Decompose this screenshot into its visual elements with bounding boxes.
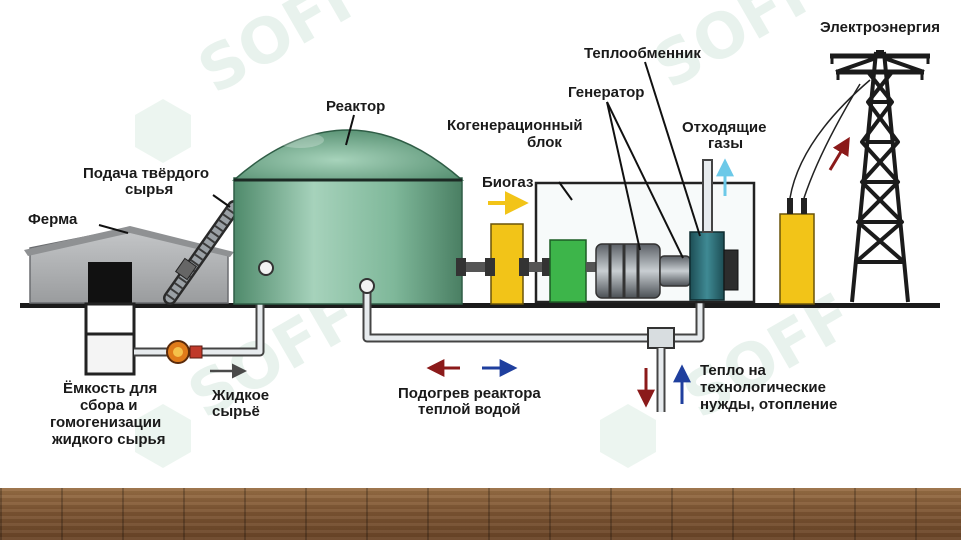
label-heating-1: Подогрев реактора (398, 385, 541, 402)
tank-icon (84, 302, 136, 376)
feeder-auger-icon (163, 200, 241, 305)
reactor-inlet (258, 260, 274, 276)
pump-icon (166, 340, 203, 364)
label-generator: Генератор (568, 84, 644, 101)
label-electricity: Электроэнергия (820, 19, 940, 36)
label-heat-exchanger: Теплообменник (584, 45, 701, 62)
transformer-icon (779, 79, 871, 305)
heat-distribution-valve (647, 327, 675, 349)
label-heat-3: нужды, отопление (700, 396, 837, 413)
label-cogeneration-1: Когенерационный (447, 117, 583, 134)
label-solid-feed-1: Подача твёрдого (83, 165, 209, 182)
label-farm: Ферма (28, 211, 78, 228)
watermark-logo-2 (135, 404, 191, 468)
watermark-logo-1 (135, 99, 191, 163)
ground-line (20, 303, 940, 308)
reactor-heat-inlet (359, 278, 375, 294)
wooden-floor (0, 488, 961, 540)
label-solid-feed-2: сырья (125, 181, 173, 198)
generator-icon (595, 243, 691, 299)
label-tank-4: жидкого сырья (51, 431, 166, 448)
label-reactor: Реактор (326, 98, 385, 115)
label-tank-3: гомогенизации (50, 414, 161, 431)
label-exhaust-1: Отходящие (682, 119, 766, 136)
electricity-arrow (828, 136, 850, 171)
heat-exchanger-icon (689, 231, 739, 301)
engine-icon (549, 239, 587, 303)
label-biogas: Биогаз (482, 174, 533, 191)
power-tower-icon (830, 50, 930, 303)
label-heating-2: теплой водой (418, 401, 521, 418)
reactor-dome (232, 129, 464, 305)
gas-treatment-unit (490, 223, 524, 305)
label-cogeneration-2: блок (527, 134, 562, 151)
farm-building-icon (24, 226, 234, 304)
label-exhaust-2: газы (708, 135, 743, 152)
label-heat-2: технологические (700, 379, 826, 396)
label-tank-2: сбора и (80, 397, 137, 414)
label-liquid-feed-1: Жидкое (211, 387, 269, 404)
watermark-1: SOFF (186, 0, 380, 108)
watermark-logo-3 (600, 404, 656, 468)
label-liquid-feed-2: сырьё (212, 403, 260, 420)
exhaust-stack (702, 159, 713, 233)
label-tank-1: Ёмкость для (63, 380, 157, 397)
label-heat-1: Тепло на (700, 362, 767, 379)
